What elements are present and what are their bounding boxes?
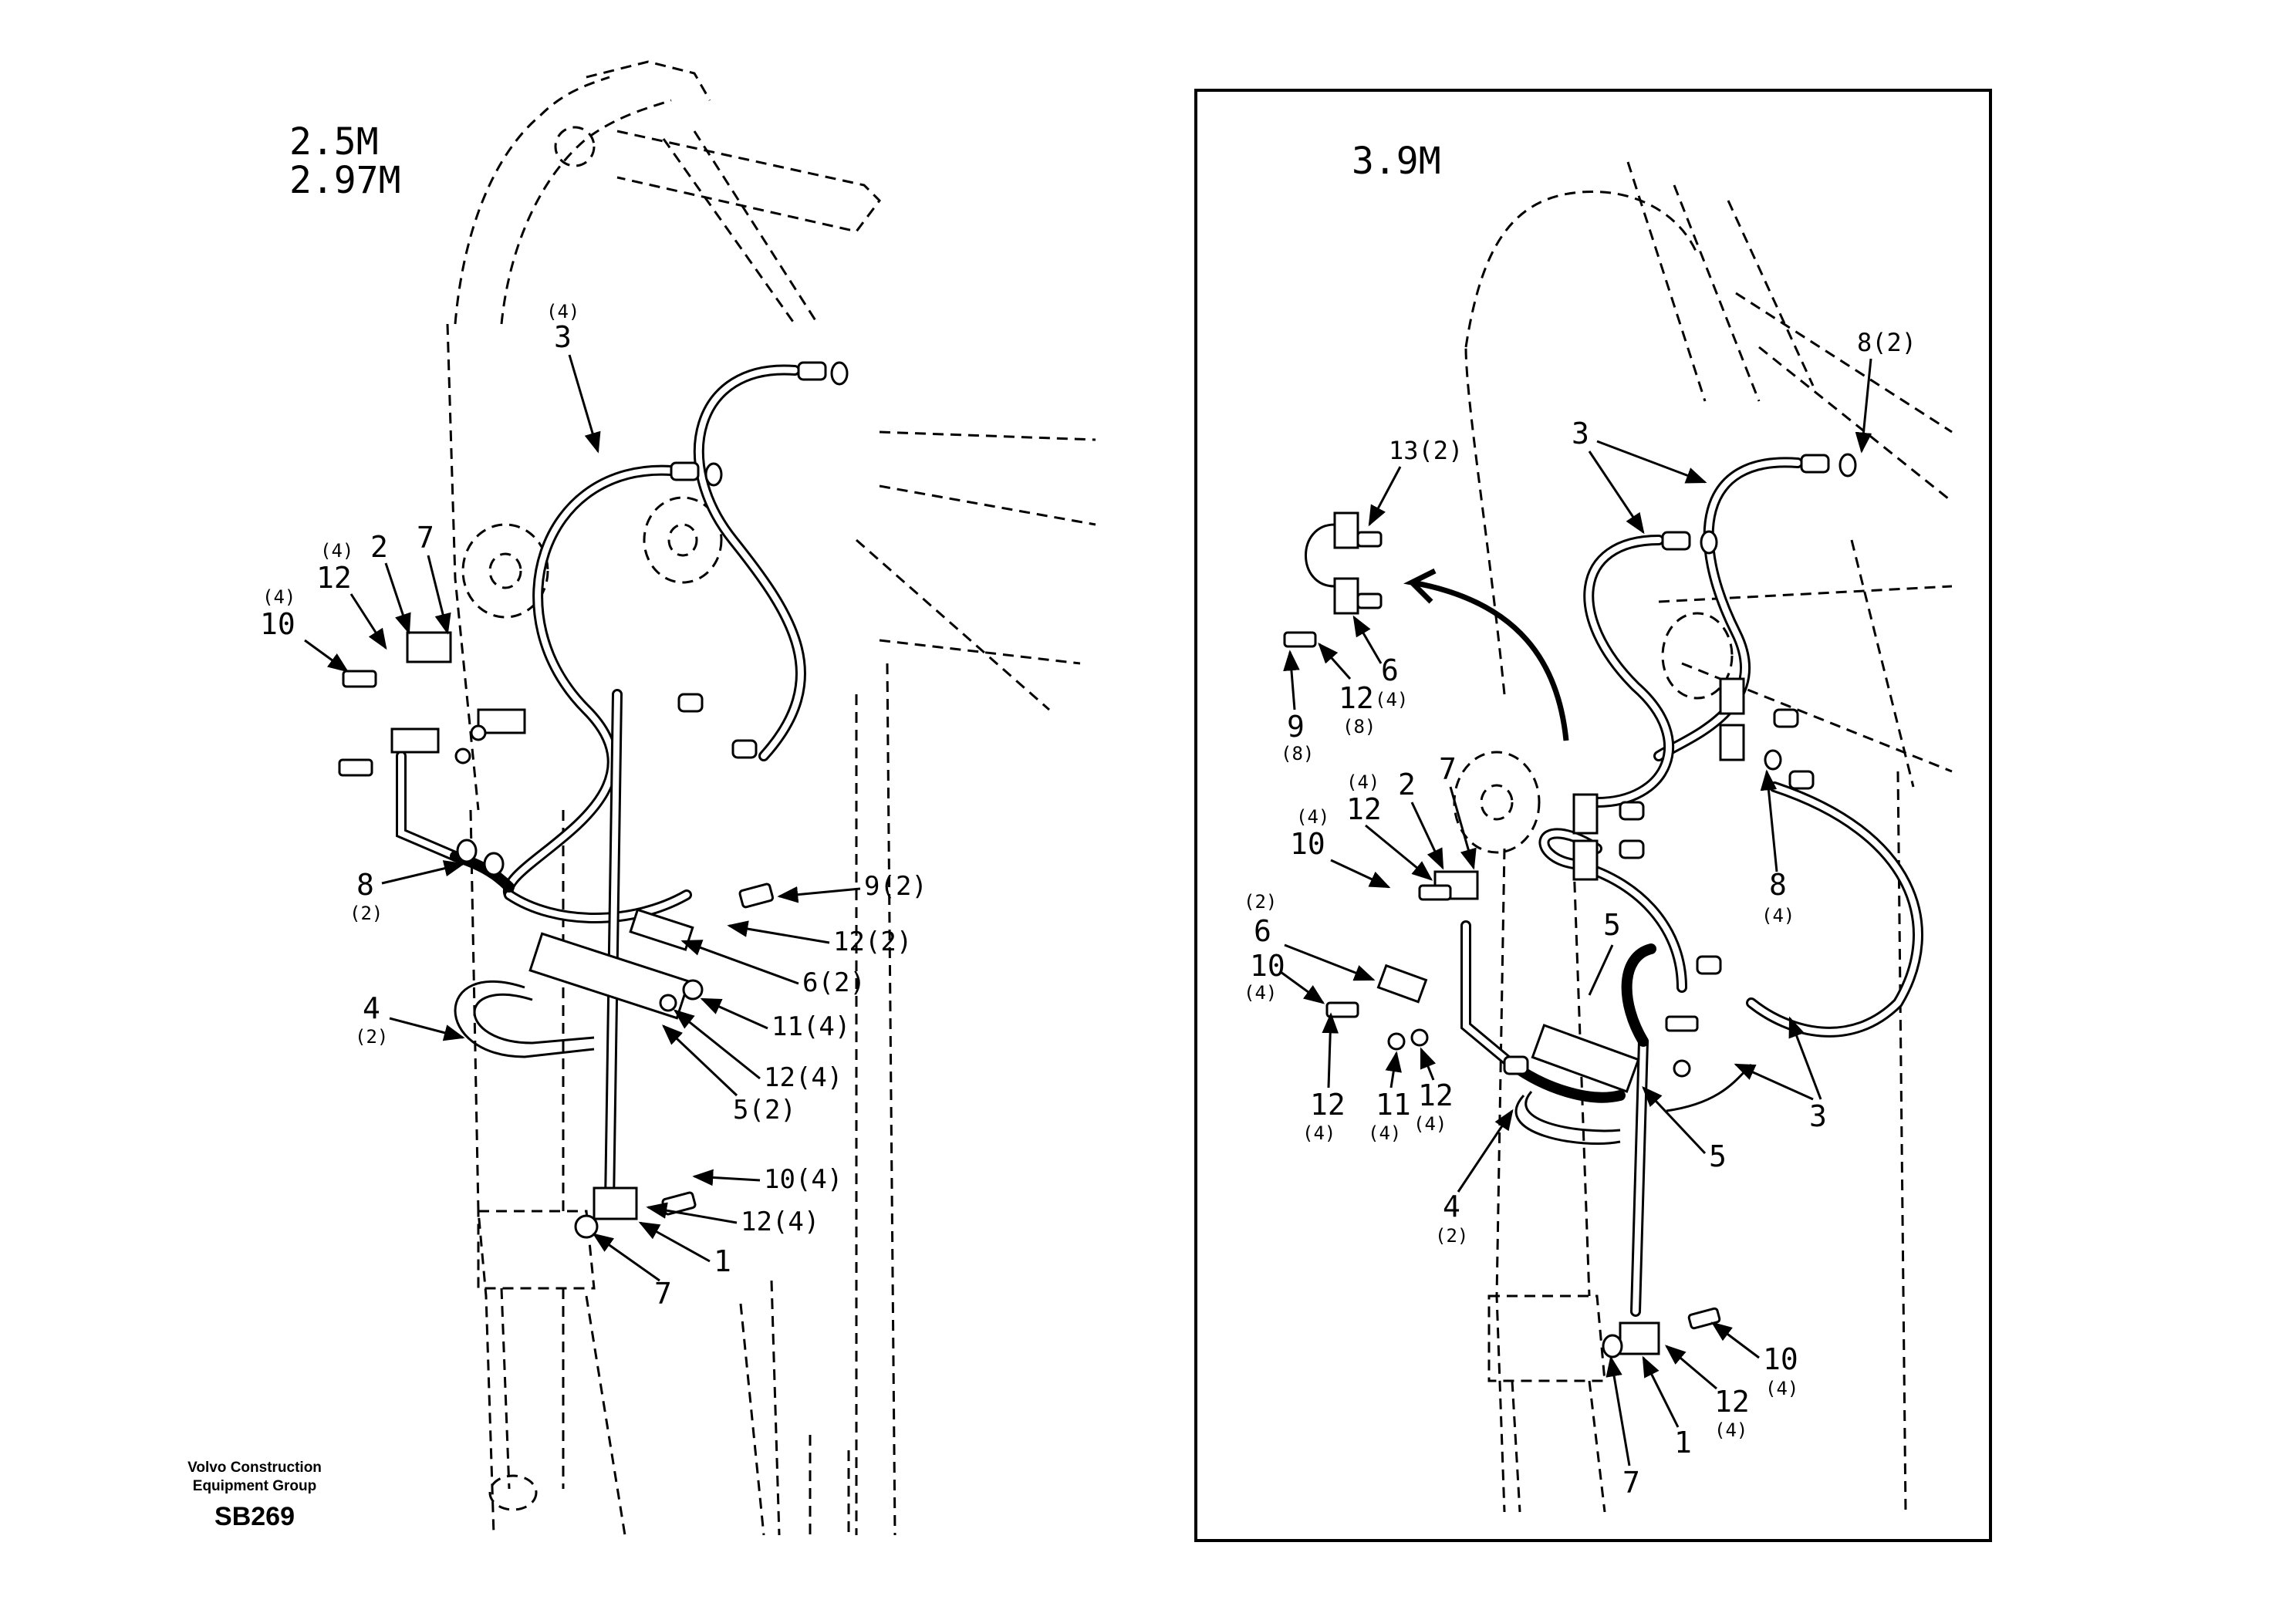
callout-part-number: 9(2) bbox=[864, 871, 927, 902]
callout-part-number: 6 bbox=[1381, 653, 1399, 687]
callout-part-number: 5 bbox=[1603, 908, 1621, 942]
callout-qty: (4) bbox=[1346, 771, 1379, 793]
footer: Volvo Construction Equipment Group SB269 bbox=[187, 1460, 322, 1531]
callout-qty: (2) bbox=[1244, 891, 1277, 913]
callout-qty: (4) bbox=[1296, 806, 1329, 828]
callout-part-number: 6 bbox=[1254, 914, 1271, 948]
callout-part-number: 7 bbox=[417, 521, 434, 555]
callout-part-number: 8(2) bbox=[1857, 328, 1916, 357]
callout-part-number: 12 bbox=[316, 561, 352, 595]
callout-part-number: 11 bbox=[1376, 1088, 1411, 1122]
right-hose-assemblies bbox=[1460, 457, 1923, 1317]
callout-part-number: 12 bbox=[1310, 1088, 1346, 1122]
callout-part-number: 6(2) bbox=[802, 967, 866, 998]
left-fittings bbox=[456, 361, 849, 876]
model-label-2-97m: 2.97M bbox=[289, 159, 401, 202]
callout-part-number: 10 bbox=[1763, 1342, 1798, 1376]
right-view-frame bbox=[1194, 89, 1992, 1542]
right-clamps bbox=[1283, 511, 1753, 1358]
callout-part-number: 12 bbox=[1339, 681, 1374, 715]
callout-part-number: 3 bbox=[554, 320, 572, 354]
callout-qty: (4) bbox=[320, 540, 353, 562]
callout-qty: (4) bbox=[1765, 1378, 1798, 1399]
callout-part-number: 3 bbox=[1809, 1099, 1827, 1133]
callout-part-number: 10(4) bbox=[764, 1164, 842, 1195]
company-name-line-1: Volvo Construction bbox=[187, 1460, 322, 1476]
callout-part-number: 12(4) bbox=[741, 1207, 819, 1237]
callout-part-number: 1 bbox=[1674, 1426, 1692, 1460]
callout-qty: (2) bbox=[349, 903, 383, 924]
callout-part-number: 5(2) bbox=[733, 1095, 796, 1126]
callout-part-number: 12 bbox=[1714, 1385, 1750, 1419]
callout-part-number: 4 bbox=[363, 991, 380, 1025]
left-view: 2.5M 2.97M (4) 3 (4) 12 2 7 (4) 10 8 (2)… bbox=[260, 60, 1096, 1536]
callout-part-number: 7 bbox=[1439, 752, 1457, 786]
left-hose-assemblies bbox=[396, 364, 806, 1209]
callout-part-number: 10 bbox=[1290, 827, 1325, 861]
callout-part-number: 12 bbox=[1346, 792, 1382, 826]
callout-qty: (4) bbox=[1714, 1419, 1747, 1441]
callout-part-number: 8 bbox=[356, 868, 374, 902]
callout-part-number: 5 bbox=[1709, 1139, 1727, 1173]
callout-part-number: 11(4) bbox=[772, 1011, 850, 1042]
left-callouts: (4) 3 (4) 12 2 7 (4) 10 8 (2) 9(2) 12(2)… bbox=[260, 301, 927, 1311]
callout-part-number: 8 bbox=[1769, 868, 1787, 902]
drawing-code: SB269 bbox=[214, 1502, 295, 1531]
callout-part-number: 1 bbox=[714, 1244, 731, 1278]
callout-qty: (4) bbox=[1368, 1122, 1401, 1144]
callout-qty: (2) bbox=[355, 1026, 388, 1048]
callout-qty: (2) bbox=[1435, 1225, 1468, 1247]
callout-qty: (8) bbox=[1342, 716, 1376, 737]
right-boom-outline bbox=[1453, 161, 1953, 1513]
callout-part-number: 2 bbox=[1398, 768, 1416, 802]
callout-part-number: 12(4) bbox=[764, 1062, 842, 1093]
callout-qty: (4) bbox=[546, 301, 579, 322]
callout-qty: (8) bbox=[1281, 743, 1314, 764]
right-fittings bbox=[1503, 453, 1857, 1075]
callout-qty: (4) bbox=[1302, 1122, 1335, 1144]
callout-part-number: 10 bbox=[1250, 949, 1285, 983]
callout-part-number: 3 bbox=[1572, 417, 1589, 451]
callout-qty: (4) bbox=[1375, 689, 1408, 710]
callout-qty: (4) bbox=[1413, 1113, 1447, 1135]
callout-part-number: 10 bbox=[260, 607, 295, 641]
callout-part-number: 12(2) bbox=[833, 926, 912, 957]
rotation-arrow bbox=[1403, 568, 1569, 741]
callout-part-number: 7 bbox=[1622, 1466, 1640, 1500]
callout-part-number: 12 bbox=[1418, 1078, 1454, 1112]
left-boom-outline bbox=[446, 60, 1096, 1536]
callout-part-number: 7 bbox=[654, 1277, 672, 1311]
model-label-2-5m: 2.5M bbox=[289, 120, 379, 164]
callout-part-number: 4 bbox=[1443, 1190, 1460, 1223]
callout-part-number: 13(2) bbox=[1389, 436, 1463, 465]
callout-qty: (4) bbox=[1244, 982, 1277, 1004]
callout-part-number: 2 bbox=[370, 530, 388, 564]
right-callouts: 8(2) 3 13(2) 6 (4) 12 (8) 9 (8) (4) 12 2… bbox=[1244, 328, 1916, 1500]
left-clamps bbox=[338, 631, 775, 1239]
right-view: 3.9M bbox=[1194, 89, 1992, 1542]
callout-qty: (4) bbox=[1761, 905, 1795, 926]
model-label-3-9m: 3.9M bbox=[1352, 140, 1441, 183]
callout-part-number: 9 bbox=[1287, 710, 1305, 744]
company-name-line-2: Equipment Group bbox=[193, 1478, 316, 1494]
callout-qty: (4) bbox=[262, 586, 295, 608]
